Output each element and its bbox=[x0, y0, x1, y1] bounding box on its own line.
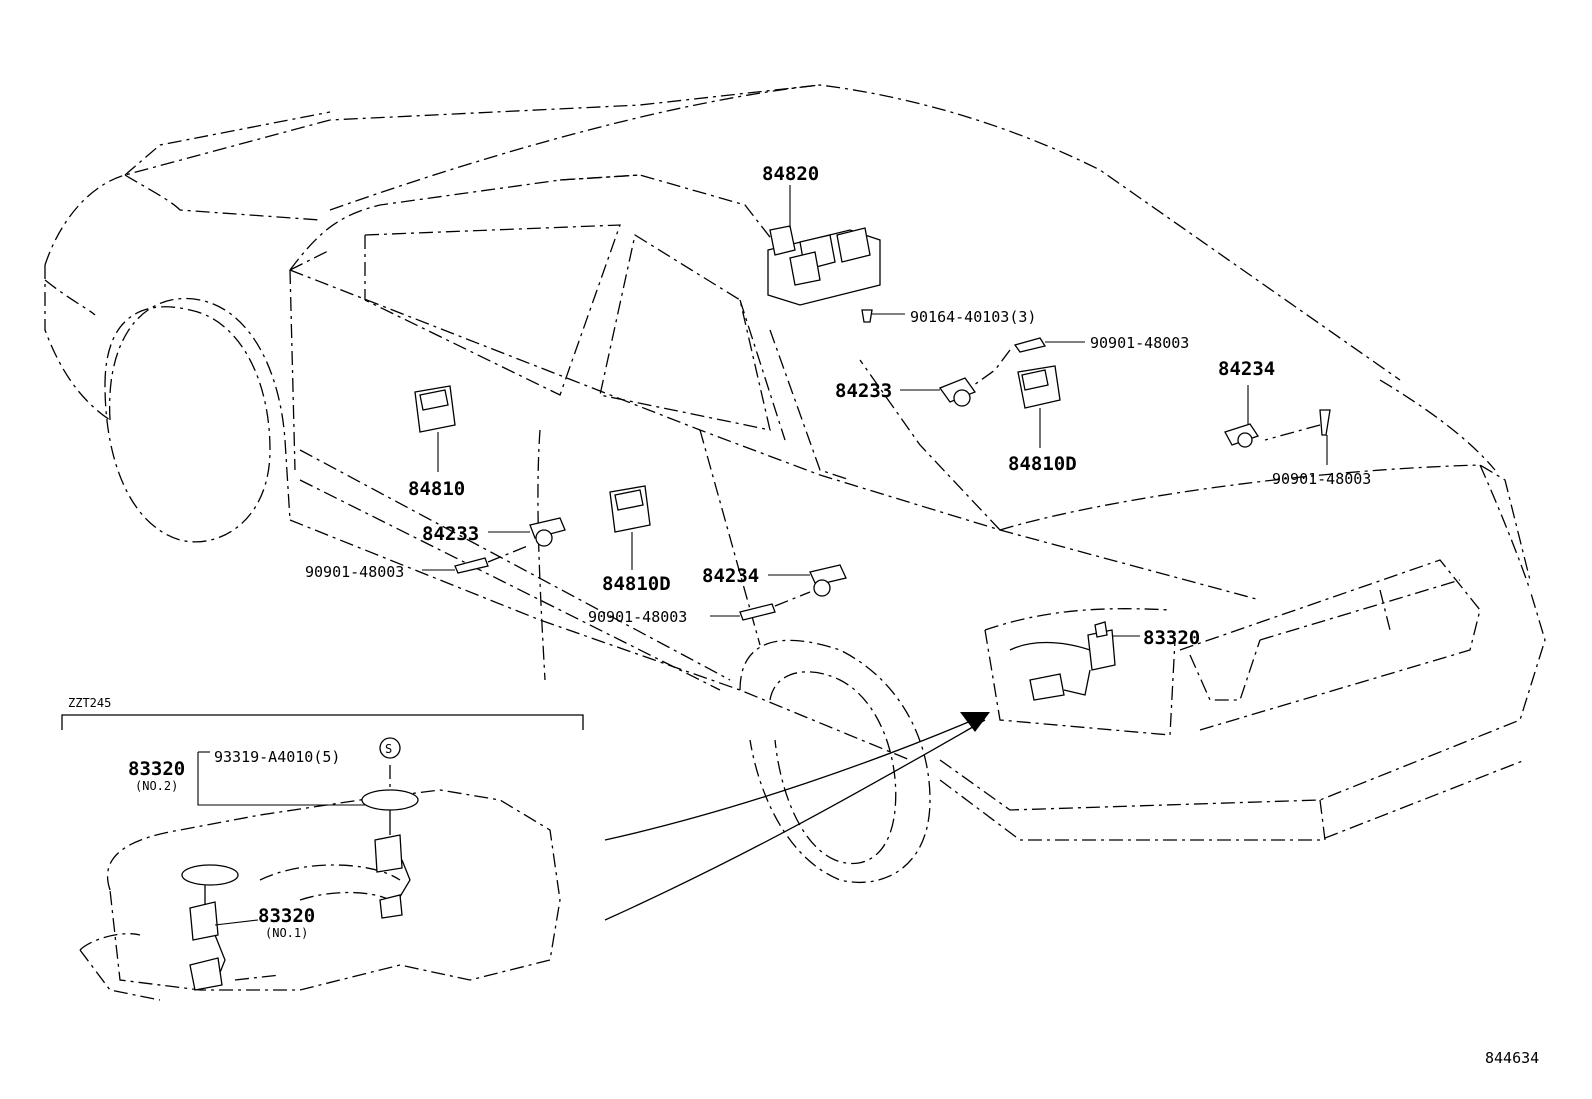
label-84820: 84820 bbox=[762, 163, 819, 185]
inset-model-label: ZZT245 bbox=[68, 696, 111, 710]
label-83320-no2-note: (NO.2) bbox=[135, 779, 178, 793]
screw-90901-b bbox=[1264, 409, 1331, 465]
window-switch-84810d-a bbox=[1017, 365, 1061, 448]
label-84233-b: 84233 bbox=[422, 523, 479, 545]
window-switch-84810 bbox=[414, 385, 456, 472]
window-switch-84810d-b bbox=[609, 485, 651, 570]
label-90901-48003-b: 90901-48003 bbox=[1272, 470, 1371, 488]
label-84810d-a: 84810D bbox=[1008, 453, 1077, 475]
diagram-id: 844634 bbox=[1485, 1049, 1539, 1067]
label-83320-no2: 83320 bbox=[128, 758, 185, 780]
label-90901-48003-d: 90901-48003 bbox=[588, 608, 687, 626]
door-sensor-84234-b bbox=[768, 564, 847, 597]
door-sensor-84234-a bbox=[1224, 385, 1260, 448]
label-84810d-b: 84810D bbox=[602, 573, 671, 595]
master-switch-84820 bbox=[767, 185, 881, 306]
label-90901-48003-c: 90901-48003 bbox=[305, 563, 404, 581]
screw-90901-a bbox=[959, 337, 1085, 396]
car-body-outline bbox=[44, 84, 1546, 884]
label-83320: 83320 bbox=[1143, 627, 1200, 649]
screw-90164 bbox=[861, 309, 905, 323]
label-84234-b: 84234 bbox=[702, 565, 759, 587]
label-83320-no1: 83320 bbox=[258, 905, 315, 927]
label-90164-40103: 90164-40103(3) bbox=[910, 308, 1036, 326]
pointer-arrow bbox=[604, 712, 990, 921]
door-sensor-84233-a bbox=[900, 377, 977, 407]
label-84810: 84810 bbox=[408, 478, 465, 500]
label-s-mark: S bbox=[385, 742, 392, 756]
label-84233-a: 84233 bbox=[835, 380, 892, 402]
label-84234-a: 84234 bbox=[1218, 358, 1275, 380]
door-sensor-84233-b bbox=[488, 517, 566, 547]
screw-90901-d bbox=[710, 591, 811, 621]
inset-fuel-tank bbox=[61, 714, 584, 1001]
fuel-gauge-83320 bbox=[1009, 621, 1140, 701]
label-83320-no1-note: (NO.1) bbox=[265, 926, 308, 940]
label-93319-a4010: 93319-A4010(5) bbox=[214, 748, 340, 766]
screw-90901-c bbox=[422, 544, 531, 574]
label-90901-48003-a: 90901-48003 bbox=[1090, 334, 1189, 352]
